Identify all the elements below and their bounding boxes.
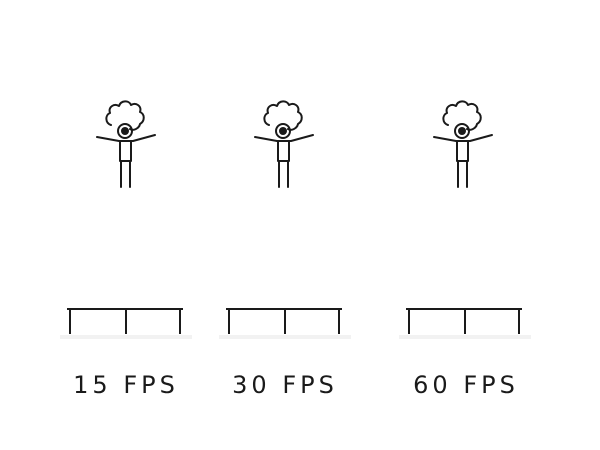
- trampoline-icon: [60, 308, 192, 339]
- fps-label-15: 15 FPS: [73, 371, 179, 399]
- trampoline-icon: [219, 308, 351, 339]
- jumping-stick-figure-icon: [96, 100, 156, 188]
- jumping-stick-figure-icon: [254, 100, 314, 188]
- fps-label-60: 60 FPS: [413, 371, 519, 399]
- trampoline-icon: [399, 308, 531, 339]
- fps-label-30: 30 FPS: [232, 371, 338, 399]
- jumping-stick-figure-icon: [433, 100, 493, 188]
